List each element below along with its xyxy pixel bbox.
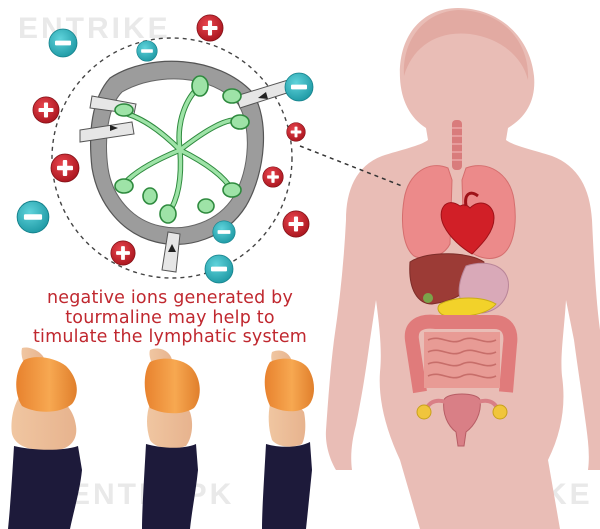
negative-ion-icon	[212, 220, 236, 244]
negative-ion-icon	[284, 72, 314, 102]
negative-ion-icon	[16, 200, 50, 234]
negative-ion-icon	[48, 28, 78, 58]
positive-ion-icon	[282, 210, 310, 238]
caption-line-3: timulate the lymphatic system	[32, 327, 308, 347]
female-anatomy-illustration	[325, 8, 600, 529]
lymph-node-illustration	[51, 37, 293, 279]
leader-line	[299, 145, 403, 187]
positive-ion-icon	[110, 240, 136, 266]
caption-line-2: tourmaline may help to	[65, 308, 275, 328]
slimming-progress-figure	[142, 348, 200, 529]
positive-ion-icon	[286, 122, 306, 142]
caption-line-1: negative ions generated by	[46, 288, 294, 308]
negative-ion-icon	[204, 254, 234, 284]
watermark-top: ENTRIKE	[18, 12, 171, 45]
negative-ion-icon	[136, 40, 158, 62]
slimming-progress-figure	[8, 347, 82, 529]
slimming-progress-figures	[8, 347, 314, 529]
positive-ion-icon	[196, 14, 224, 42]
positive-ion-icon	[262, 166, 284, 188]
positive-ion-icon	[50, 153, 80, 183]
slimming-progress-figure	[262, 350, 314, 529]
positive-ion-icon	[32, 96, 60, 124]
